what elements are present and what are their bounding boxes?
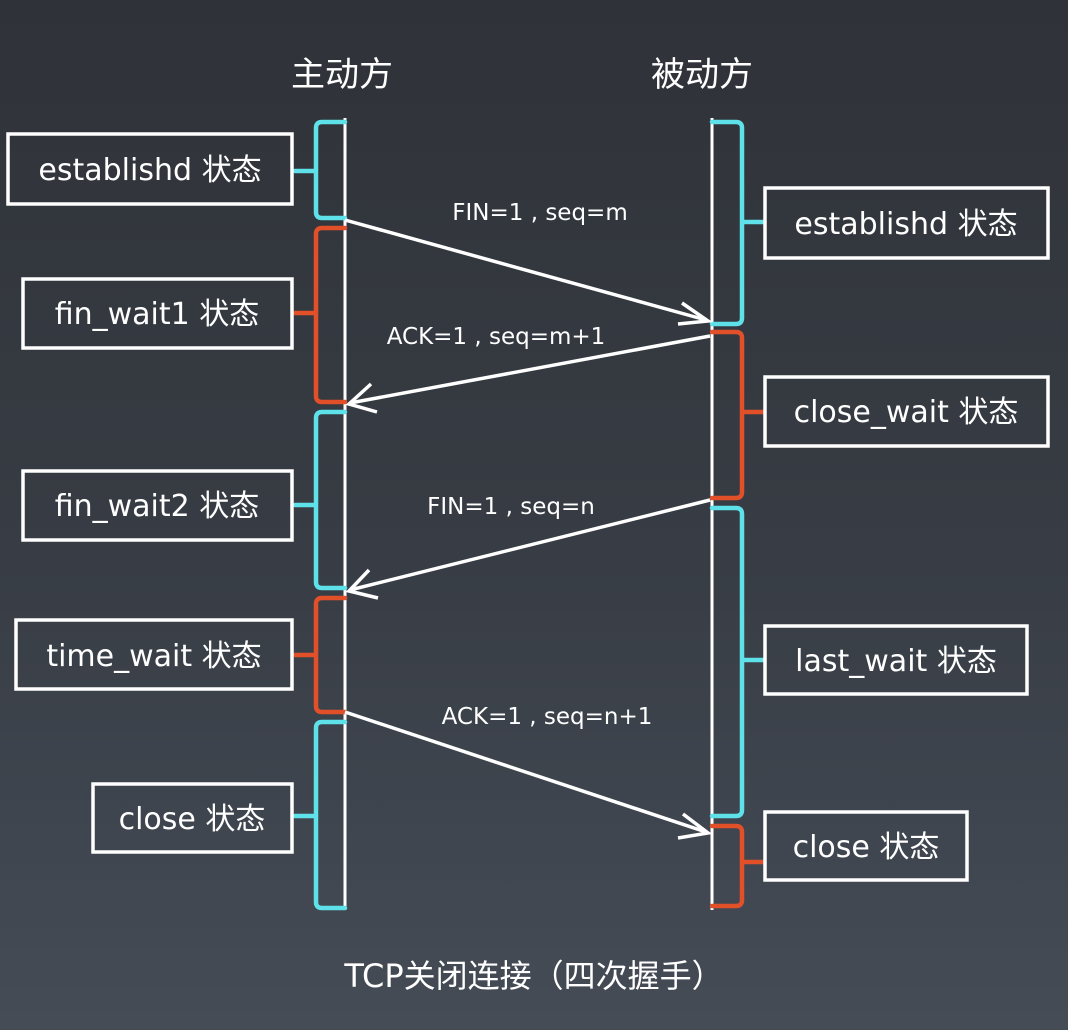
passive-state-box-close: [763, 810, 969, 882]
lane-label-active: 主动方: [291, 55, 393, 95]
active-state-box-close: [91, 782, 294, 854]
message-label-fin-m: FIN=1 , seq=m: [452, 200, 627, 226]
active-state-box-establishd: [6, 132, 294, 206]
active-state-label-fin-wait2: fin_wait2 状态: [55, 489, 260, 524]
diagram-caption: TCP关闭连接（四次握手）: [343, 957, 723, 995]
active-state-box-time-wait: [14, 618, 294, 691]
passive-state-box-close-wait: [763, 375, 1050, 448]
message-ack-m1: [345, 334, 711, 414]
active-bracket-close: [292, 719, 348, 911]
message-fin-m: [344, 218, 713, 326]
arrowhead-ack-n1: [677, 812, 713, 840]
arrowhead-fin-n: [345, 568, 379, 600]
passive-state-label-establishd: establishd 状态: [794, 207, 1017, 242]
message-arrow-fin-n: [349, 498, 711, 592]
passive-state-label-close-wait: close_wait 状态: [794, 395, 1019, 430]
passive-state-label-last-wait: last_wait 状态: [795, 644, 997, 679]
message-arrow-ack-m1: [349, 334, 711, 405]
passive-bracket-last-wait: [709, 505, 767, 819]
active-state-label-establishd: establishd 状态: [38, 153, 261, 188]
message-arrow-ack-n1: [344, 710, 707, 834]
arrowhead-fin-m: [677, 301, 713, 326]
message-ack-n1: [344, 710, 713, 840]
arrowhead-ack-m1: [345, 382, 378, 414]
active-state-label-close: close 状态: [119, 802, 266, 837]
active-state-box-fin-wait2: [21, 469, 294, 542]
passive-state-box-establishd: [763, 186, 1050, 260]
active-bracket-time-wait: [292, 595, 348, 715]
active-state-box-fin-wait1: [21, 277, 294, 350]
passive-bracket-establishd: [709, 119, 767, 327]
active-bracket-establishd: [292, 119, 348, 221]
message-arrow-fin-m: [344, 218, 707, 322]
passive-bracket-close-wait: [709, 329, 767, 501]
active-state-label-fin-wait1: fin_wait1 状态: [55, 297, 260, 332]
message-label-ack-m1: ACK=1 , seq=m+1: [387, 324, 606, 350]
passive-bracket-close: [709, 823, 767, 909]
passive-state-label-close: close 状态: [793, 830, 940, 865]
message-label-ack-n1: ACK=1 , seq=n+1: [442, 704, 653, 730]
message-label-fin-n: FIN=1 , seq=n: [427, 494, 595, 520]
active-bracket-fin-wait2: [292, 409, 348, 591]
passive-state-box-last-wait: [763, 624, 1029, 696]
active-bracket-fin-wait1: [292, 225, 348, 405]
message-fin-n: [345, 498, 711, 600]
active-state-label-time-wait: time_wait 状态: [46, 639, 261, 674]
lane-label-passive: 被动方: [651, 55, 753, 95]
